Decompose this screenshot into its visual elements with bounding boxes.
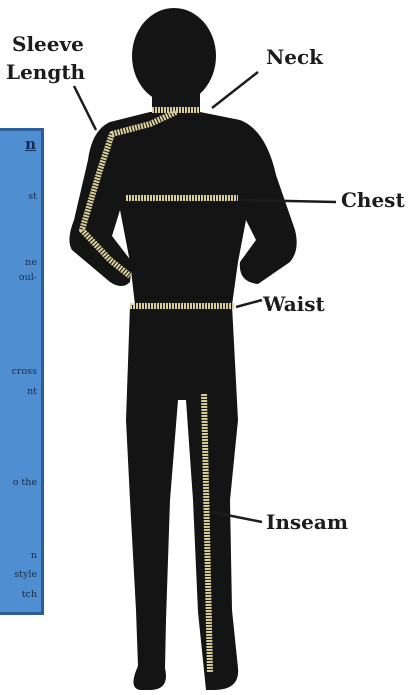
sleeve-leader: [74, 86, 96, 130]
waist-leader: [236, 300, 262, 307]
waist-label: Waist: [263, 292, 325, 316]
sleeve-length-label-line2: Length: [6, 60, 85, 84]
neck-leader: [212, 72, 258, 108]
torso-and-arms: [69, 112, 296, 305]
chest-label: Chest: [341, 188, 405, 212]
sleeve-length-label-line1: Sleeve: [12, 32, 84, 56]
neck-label: Neck: [266, 45, 323, 69]
head: [132, 8, 216, 104]
inseam-label: Inseam: [266, 510, 348, 534]
legs: [126, 305, 238, 690]
